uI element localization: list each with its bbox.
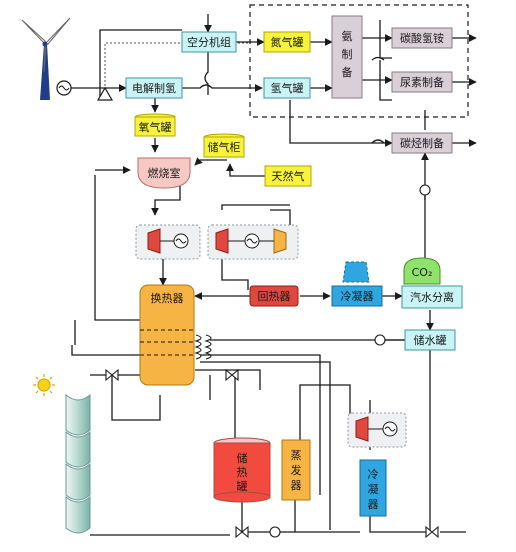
heat-storage-label-2: 热 <box>237 466 248 479</box>
ammonia-synthesis-label-1: 氨 <box>342 30 353 43</box>
co2-dome: CO₂ <box>403 257 441 285</box>
condenser-bottom-label-2: 凝 <box>368 482 379 496</box>
heat-exchanger: 换热器 <box>139 284 195 386</box>
turbine-icon <box>147 228 161 254</box>
turbine-unit-right <box>207 224 299 260</box>
condenser-bottom-label-3: 器 <box>368 498 379 511</box>
cooling-tower-icon <box>342 261 370 283</box>
co2-label: CO₂ <box>412 266 433 279</box>
sun-icon <box>33 374 55 396</box>
condenser-bottom: 冷 凝 器 <box>359 459 387 517</box>
heat-storage-label-1: 储 <box>237 451 248 465</box>
evaporator: 蒸 发 器 <box>281 439 311 501</box>
turbine-icon <box>215 228 229 254</box>
oxygen-tank-label: 氧气罐 <box>139 120 172 134</box>
turbine-unit-left <box>135 224 201 260</box>
electrolysis-unit: 电解制氢 <box>125 77 183 99</box>
water-storage-tank: 储水罐 <box>404 329 456 351</box>
water-separation-unit: 汽水分离 <box>401 285 463 309</box>
turbine-icon <box>355 416 369 442</box>
hydrocarbon-label: 碳烃制备 <box>400 136 444 150</box>
condenser-bottom-label-1: 冷 <box>368 468 379 481</box>
valve-icon <box>105 368 439 539</box>
heat-storage-tank: 储 热 罐 <box>213 437 271 503</box>
condenser-top-label: 冷凝器 <box>341 289 374 303</box>
evaporator-label-3: 器 <box>291 479 302 492</box>
urea-label: 尿素制备 <box>400 75 444 89</box>
heat-storage-label-3: 罐 <box>237 480 248 493</box>
compressor-icon <box>273 228 287 254</box>
chemical-region-dashed <box>249 4 469 118</box>
natural-gas-label: 天然气 <box>272 169 305 183</box>
water-separation-label: 汽水分离 <box>410 290 454 304</box>
hydrogen-tank-label: 氢气罐 <box>271 81 304 95</box>
hydrocarbon-unit: 碳烃制备 <box>391 132 453 154</box>
evaporator-label-2: 发 <box>291 463 302 477</box>
ammonium-bicarbonate-unit: 碳酸氢铵 <box>391 27 453 49</box>
pump-icon <box>269 184 431 538</box>
gas-holder-label: 储气柜 <box>208 140 241 154</box>
evaporator-label-1: 蒸 <box>291 449 302 462</box>
air-separation-label: 空分机组 <box>187 35 231 49</box>
turbine-unit-bottom <box>347 412 407 448</box>
nitrogen-tank: 氮气罐 <box>263 31 311 53</box>
urea-unit: 尿素制备 <box>391 71 453 93</box>
combustion-chamber: 燃烧室 <box>137 157 191 189</box>
solar-collector-icon <box>65 393 91 534</box>
oxygen-tank: 氧气罐 <box>134 113 176 137</box>
wind-turbine-icon <box>21 17 71 100</box>
ammonium-bicarbonate-label: 碳酸氢铵 <box>400 31 444 45</box>
combustion-label: 燃烧室 <box>148 166 181 180</box>
generator-icon <box>56 80 72 96</box>
heat-exchanger-label: 换热器 <box>151 291 184 305</box>
water-tank-label: 储水罐 <box>414 333 447 347</box>
gas-holder: 储气柜 <box>203 133 245 158</box>
ammonia-synthesis-unit: 氨 制 备 <box>331 15 363 99</box>
condenser-top: 冷凝器 <box>331 285 383 307</box>
hydrogen-tank: 氢气罐 <box>263 77 311 99</box>
natural-gas-source: 天然气 <box>264 165 312 187</box>
rectifier-icon <box>96 86 114 101</box>
recuperator-label: 回热器 <box>258 290 291 303</box>
ammonia-synthesis-label-3: 备 <box>342 65 353 79</box>
electrolysis-label: 电解制氢 <box>132 81 176 95</box>
ammonia-synthesis-label-2: 制 <box>342 48 353 61</box>
recuperator: 回热器 <box>249 285 299 307</box>
air-separation-unit: 空分机组 <box>181 31 237 53</box>
nitrogen-tank-label: 氮气罐 <box>271 35 304 49</box>
heat-exchanger-coil <box>194 334 212 360</box>
